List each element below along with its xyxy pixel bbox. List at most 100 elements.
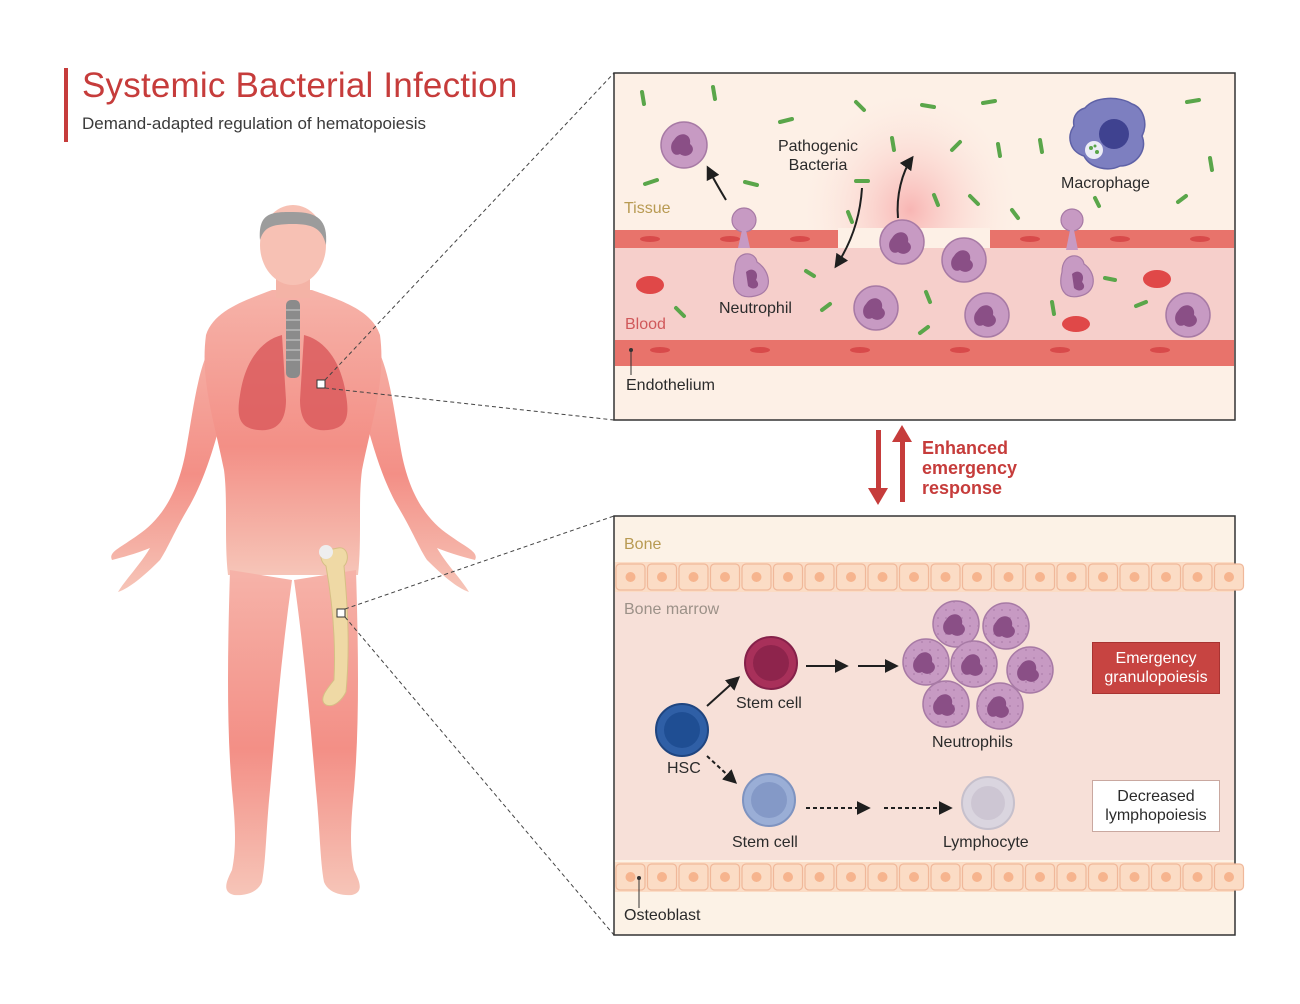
torso [204, 290, 382, 575]
hsc-cell [655, 703, 709, 757]
osteoblast-nucleus [877, 572, 888, 582]
osteoblast-nucleus [1066, 572, 1077, 582]
osteoblast-nucleus [1098, 872, 1108, 882]
osteoblast-nucleus [1035, 872, 1045, 882]
osteoblast-nucleus [783, 572, 793, 582]
marrow-neutrophil [922, 680, 970, 728]
osteoblast-nucleus [688, 572, 699, 582]
osteoblast-nucleus [1066, 872, 1077, 882]
page-title: Systemic Bacterial Infection [82, 66, 518, 105]
decreased-lymphopoiesis-box: Decreased lymphopoiesis [1092, 780, 1220, 832]
osteoblast-nucleus [972, 872, 982, 882]
osteoblast-nucleus [1003, 572, 1014, 582]
osteoblast-nucleus [909, 872, 919, 882]
osteoblast-nucleus [1098, 572, 1108, 582]
bone-marrow-label: Bone marrow [624, 601, 720, 618]
stem-cell-top-label: Stem cell [736, 695, 802, 712]
osteoblast-nucleus [783, 872, 793, 882]
left-arm [111, 330, 225, 592]
human-body-figure [111, 205, 476, 896]
blood-neutrophil [964, 292, 1010, 338]
osteoblast-cells-bottom [615, 863, 1245, 891]
osteoblast-nucleus [972, 572, 982, 582]
osteoblast-nucleus [1161, 572, 1171, 582]
osteoblast-nucleus [940, 572, 951, 582]
lung-zoom-marker [316, 379, 326, 389]
osteoblast-nucleus [720, 572, 730, 582]
macrophage-cell [1069, 97, 1146, 170]
blood-neutrophil [941, 237, 987, 283]
osteoblast-nucleus [940, 872, 951, 882]
osteoblast-nucleus [657, 572, 667, 582]
osteoblast-nucleus [1192, 572, 1203, 582]
stem-cell-bottom-label: Stem cell [732, 834, 798, 851]
marrow-neutrophil [976, 682, 1024, 730]
osteoblast-nucleus [751, 872, 762, 882]
lymphocyte-label: Lymphocyte [943, 834, 1029, 851]
red-blood-cells [636, 270, 1171, 332]
lymphopoiesis-line1: Decreased [1117, 788, 1195, 805]
bottom-endothelium [615, 340, 1234, 366]
osteoblast-nucleus [909, 572, 919, 582]
migration-arrows [706, 155, 914, 269]
migrating-neutrophil-left [731, 207, 769, 298]
differentiation-arrows [706, 659, 899, 707]
tissue-neutrophil [660, 121, 708, 169]
osteoblast-cells-top [615, 563, 1245, 591]
neutrophil-cells [660, 121, 1211, 338]
blood-label: Blood [625, 316, 666, 333]
osteoblast-nucleus [846, 572, 856, 582]
osteoblast-nucleus [625, 872, 636, 882]
marrow-neutrophil [950, 640, 998, 688]
femur-bone [320, 547, 349, 707]
tissue-label: Tissue [624, 200, 671, 217]
pathogenic-bacteria [640, 85, 1214, 335]
osteoblast-nucleus [1035, 572, 1045, 582]
emergency-line3: response [922, 478, 1003, 498]
osteoblast-nucleus [1129, 872, 1140, 882]
osteoblast-nucleus [846, 872, 856, 882]
page-subtitle: Demand-adapted regulation of hematopoies… [82, 114, 427, 133]
marrow-neutrophil [932, 600, 980, 648]
hsc-label: HSC [667, 760, 701, 777]
upper-panel [613, 72, 1236, 421]
lower-panel [613, 515, 1245, 936]
osteoblast-nucleus [625, 572, 636, 582]
osteoblast-nucleus [877, 872, 888, 882]
zoom-lines [324, 72, 615, 936]
bacteria-label-line1: Pathogenic [777, 138, 859, 155]
osteoblast-nucleus [1161, 872, 1171, 882]
blood-neutrophil [853, 285, 899, 331]
migrating-neutrophil-right [1060, 208, 1094, 298]
marrow-neutrophil [982, 602, 1030, 650]
lymphocyte-cell [961, 776, 1015, 830]
trachea [286, 300, 300, 378]
osteoblast-nucleus [814, 572, 825, 582]
osteoblast-nucleus [1192, 872, 1203, 882]
osteoblast-nucleus [814, 872, 825, 882]
osteoblast-nucleus [657, 872, 667, 882]
neutrophil-cluster [902, 600, 1054, 730]
emergency-line1: Enhanced [922, 438, 1009, 458]
osteoblast-nucleus [1224, 572, 1234, 582]
neutrophil-label: Neutrophil [719, 300, 792, 317]
emergency-response-arrows [868, 425, 912, 505]
osteoblast-nucleus [720, 872, 730, 882]
stem-cell-bottom [742, 773, 796, 827]
title-accent-bar [64, 68, 68, 142]
emergency-response-label: Enhanced emergency response [922, 438, 1017, 498]
bone-label: Bone [624, 536, 662, 553]
macrophage-label: Macrophage [1061, 175, 1150, 192]
osteoblast-nucleus [1224, 872, 1234, 882]
bacteria-label-line2: Bacteria [788, 157, 848, 174]
trachea-rings [286, 309, 300, 361]
endothelial-nuclei [640, 236, 1210, 353]
marrow-neutrophil [902, 638, 950, 686]
bone-zoom-marker [336, 608, 346, 618]
blood-neutrophil [879, 219, 925, 265]
left-leg [226, 570, 292, 896]
osteoblast-nucleus [688, 872, 699, 882]
neutrophils-label: Neutrophils [932, 734, 1013, 751]
osteoblast-nucleus [1129, 572, 1140, 582]
